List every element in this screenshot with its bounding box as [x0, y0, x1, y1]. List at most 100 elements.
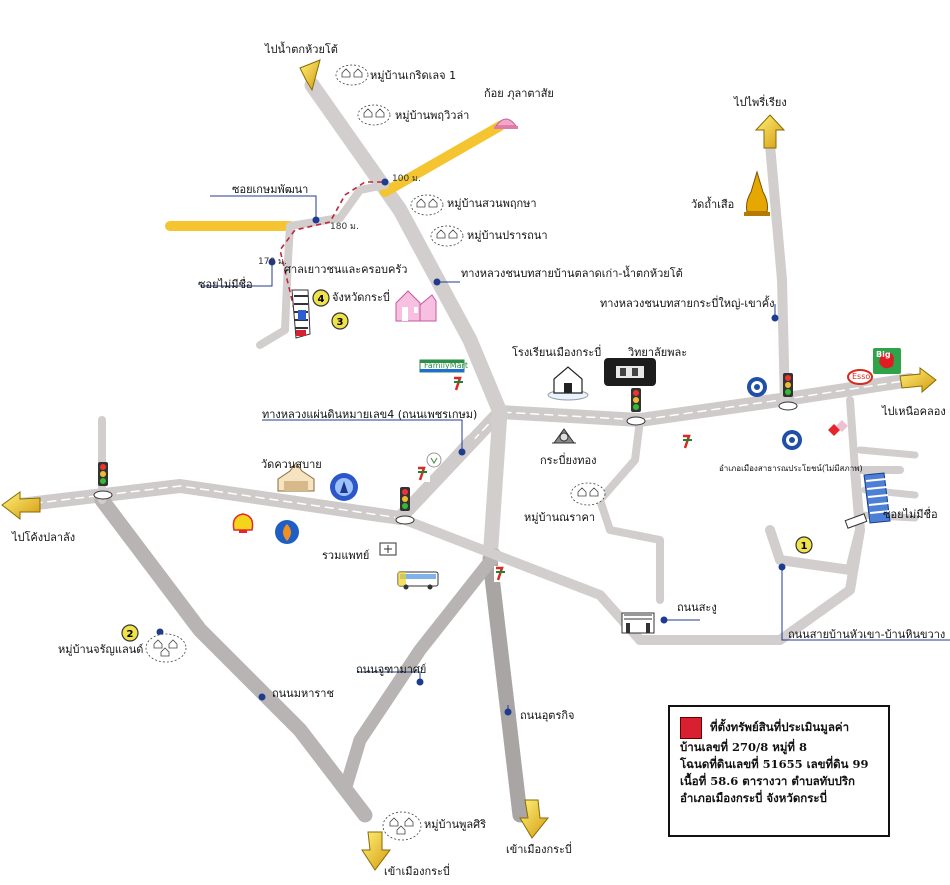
- legend-line-4: อำเภอเมืองกระบี่ จังหวัดกระบี่: [680, 791, 827, 805]
- label-esso: Esso: [852, 372, 871, 381]
- big-c-icon: [873, 348, 901, 374]
- arrow-south-2: [519, 799, 550, 839]
- label-thanon-uttarakit: ถนนอุตรกิจ: [520, 709, 575, 722]
- seven-eleven-icon: [681, 434, 695, 450]
- landmark-icons: [232, 118, 901, 634]
- yellow-road-college: [380, 121, 505, 197]
- leader-dots: [156, 178, 786, 716]
- numbered-markers: 1 2 3 4: [121, 289, 813, 642]
- label-to-phrue-riang: ไปไพรี่เรียง: [734, 96, 787, 109]
- stupa-icon: [744, 170, 770, 216]
- seven-eleven-icon: [494, 566, 508, 582]
- roads: [13, 77, 919, 823]
- bus-icon: [397, 571, 439, 590]
- familymart-icon: [419, 359, 465, 373]
- krabi-thong-icon: [552, 428, 576, 444]
- label-highway-4: ทางหลวงแผ่นดินหมายเลข4 (ถนนเพชรเกษม): [262, 408, 478, 421]
- village-icon-krit: [335, 64, 369, 86]
- label-rural-road-1: ทางหลวงชนบทสายบ้านตลาดเก่า-น้ำตกห้วยโต้: [461, 267, 683, 280]
- label-wat-tham-suea: วัดถ้ำเสือ: [691, 198, 735, 211]
- arrow-phrue-riang: [754, 114, 786, 149]
- arrow-north: [299, 59, 321, 92]
- label-krabi-school: โรงเรียนเมืองกระบี่: [512, 346, 602, 359]
- seven-eleven-icon: [452, 376, 466, 392]
- label-prarthana-village: หมู่บ้านปรารถนา: [467, 229, 548, 242]
- crosswalk-icon: [844, 472, 891, 529]
- traffic-lights: [93, 373, 798, 525]
- label-wat-khuan: วัดควนสบาย: [261, 458, 322, 471]
- label-familymart: FamilyMart: [424, 361, 468, 370]
- house-icon: [395, 290, 437, 322]
- maharat-road: [94, 492, 373, 823]
- label-to-nuea-khlong: ไปเหนือคลอง: [882, 405, 946, 418]
- label-college-2: วิทยาลัยพละ: [628, 346, 688, 359]
- label-phu-villa: หมู่บ้านพฤวิวล่า: [395, 109, 470, 122]
- colored-blocks-icon: [828, 420, 848, 436]
- satung-road: [395, 513, 865, 645]
- seven-eleven-icon: [416, 466, 430, 482]
- village-icon-suan: [410, 194, 444, 216]
- property-legend: ที่ตั้งทรัพย์สินที่ประเมินมูลค่า บ้านเลข…: [668, 705, 890, 837]
- label-ruam-phaet: รวมแพทย์: [322, 549, 370, 562]
- direction-arrows: [1, 59, 937, 871]
- label-thanon-satung: ถนนสะงู: [677, 601, 717, 614]
- property-swatch-icon: [680, 717, 702, 739]
- label-to-huaito-falls: ไปน้ำตกห้วยโต้: [265, 43, 338, 56]
- label-suan-village: หมู่บ้านสวนพฤกษา: [447, 197, 537, 210]
- label-huay-khao-road: ถนนสายบ้านหัวเขา-บ้านหินขวาง: [788, 628, 946, 641]
- village-icon-charoen: [145, 633, 187, 663]
- label-charoen-land: หมู่บ้านจรัญแลนด์: [58, 643, 144, 656]
- label-to-krabi-town-2: เข้าเมืองกระบี่: [506, 843, 572, 856]
- village-icon-narakha: [570, 482, 606, 506]
- label-krit-village: หมู่บ้านเกริดเลจ 1: [370, 69, 457, 82]
- distance-180m: 180 ม.: [330, 222, 359, 232]
- label-soi-kasem: ซอยเกษมพัฒนา: [232, 183, 309, 196]
- legend-line-1: บ้านเลขที่ 270/8 หมู่ที่ 8: [680, 740, 807, 754]
- distance-170m: 170 ม.: [258, 257, 287, 267]
- village-icon-phunsiri: [382, 811, 422, 841]
- marker-3: 3: [331, 312, 349, 330]
- village-icons: [145, 64, 606, 841]
- label-youth-court: ศาลเยาวชนและครอบครัว: [284, 263, 408, 276]
- temple-icon: [277, 462, 315, 492]
- marker-2-label: 2: [127, 629, 134, 640]
- label-krabi-thong: กระบี่ยงทอง: [540, 454, 597, 467]
- legend-title: ที่ตั้งทรัพย์สินที่ประเมินมูลค่า: [710, 720, 850, 734]
- shell-icon: [232, 513, 254, 533]
- label-soi-mai-mi-chue-right: ซอยไม่มีชื่อ: [883, 508, 938, 521]
- label-thanon-maharat: ถนนมหาราช: [272, 687, 334, 700]
- village-icon-prarthana: [430, 225, 464, 247]
- marker-2: 2: [121, 624, 139, 642]
- court-building-icon: [291, 289, 311, 339]
- marker-1: 1: [795, 536, 813, 554]
- marker-4: 4: [312, 289, 330, 307]
- gate-icon: [621, 612, 655, 634]
- school-icon: [547, 366, 589, 401]
- legend-line-2: โฉนดที่ดินเลขที่ 51655 เลขที่ดิน 99: [680, 757, 869, 771]
- label-soi-mai-mi-chue-left: ซอยไม่มีชื่อ: [198, 278, 253, 291]
- village-icon-phu: [357, 104, 391, 126]
- label-to-khlong-lalang: ไปโค้งปลาลัง: [12, 531, 76, 544]
- badge-icon: [747, 377, 767, 397]
- route-to-property: [279, 181, 388, 337]
- badge-icon: [782, 430, 802, 450]
- label-krabi-province: จังหวัดกระบี่: [332, 291, 390, 304]
- label-phunsiri-village: หมู่บ้านพูลศิริ: [424, 818, 487, 831]
- distance-100m: 100 ม.: [392, 174, 421, 184]
- clinic-icon: [379, 542, 397, 556]
- label-big-c: Big: [876, 350, 891, 359]
- label-rural-road-2: ทางหลวงชนบทสายกระบี่ใหญ่-เขาคั้ง: [600, 297, 775, 310]
- arrow-south-1: [361, 831, 391, 871]
- label-na-rakha-village: หมู่บ้านณราคา: [524, 511, 596, 524]
- ptt-icon: [275, 520, 299, 544]
- small-logo-icon: [426, 452, 442, 468]
- esso-icon: [847, 369, 873, 385]
- emblem-icon: [330, 473, 358, 501]
- label-college: ก้อย ภุลาตาสัย: [484, 87, 554, 100]
- label-public-health: อำเภอเมืองสาธารณประโยชน์(ไม่มีสภาพ): [719, 464, 863, 473]
- north-road: [304, 77, 528, 823]
- marker-4-label: 4: [318, 294, 325, 305]
- leader-lines: [160, 195, 950, 712]
- marker-1-label: 1: [801, 541, 808, 552]
